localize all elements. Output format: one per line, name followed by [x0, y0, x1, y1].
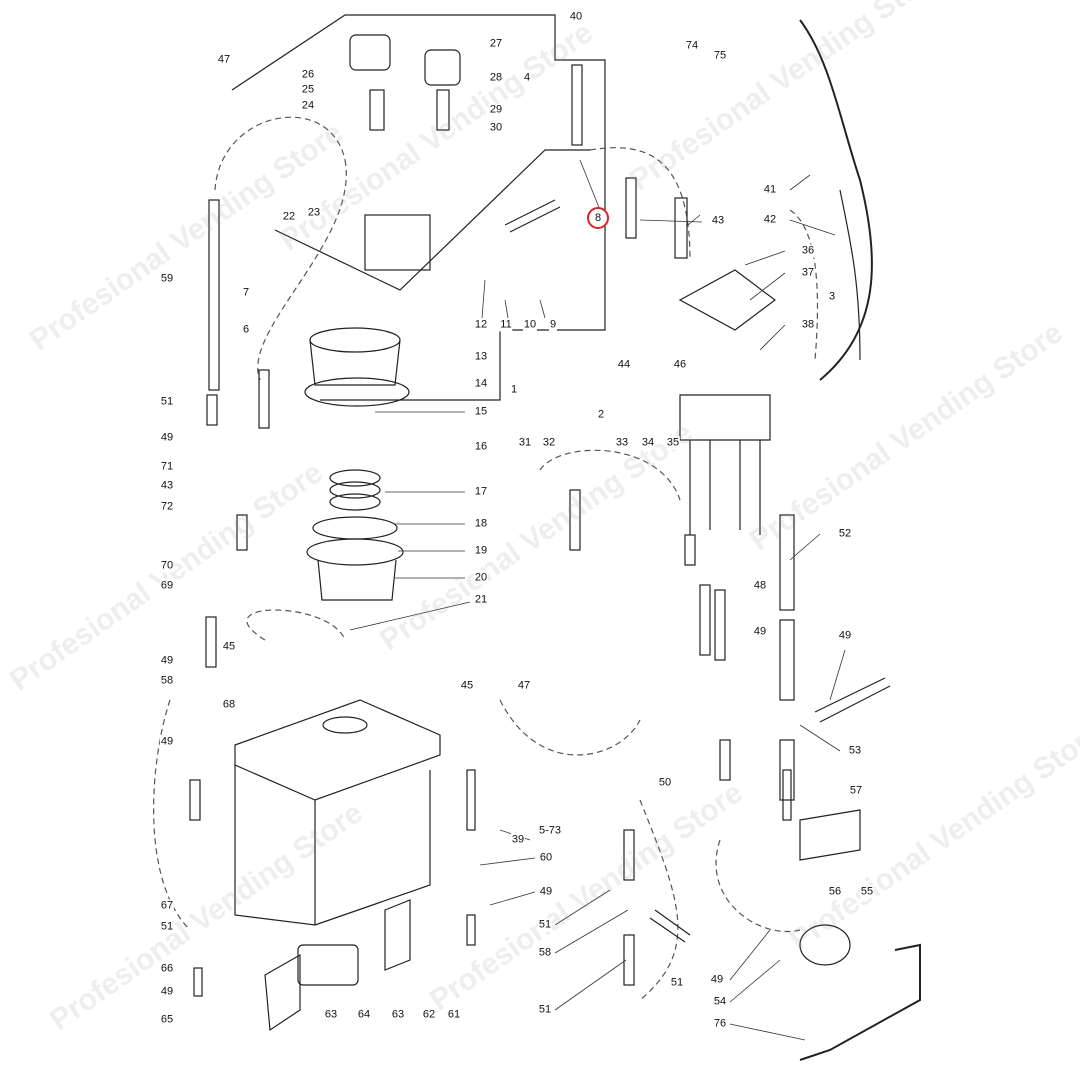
part-callout: 47	[216, 53, 232, 67]
part-callout: 65	[159, 1013, 175, 1027]
part-callout: 46	[672, 358, 688, 372]
part-callout: 27	[488, 37, 504, 51]
part-callout: 43	[710, 214, 726, 228]
part-callout: 37	[800, 266, 816, 280]
part-callout: 51	[159, 920, 175, 934]
part-callout: 34	[640, 436, 656, 450]
part-callout: 67	[159, 899, 175, 913]
part-callout: 71	[159, 460, 175, 474]
part-callout: 45	[221, 640, 237, 654]
part-callout: 42	[762, 213, 778, 227]
part-callout: 60	[538, 851, 554, 865]
part-callout: 55	[859, 885, 875, 899]
part-callout: 49	[837, 629, 853, 643]
part-callout: 3	[827, 290, 837, 304]
part-callout: 12	[473, 318, 489, 332]
part-callout: 23	[306, 206, 322, 220]
part-callout: 2	[596, 408, 606, 422]
part-callout: 38	[800, 318, 816, 332]
part-callout: 52	[837, 527, 853, 541]
highlighted-part-callout: 8	[587, 207, 609, 229]
part-callout: 49	[159, 431, 175, 445]
part-callout: 16	[473, 440, 489, 454]
part-callout: 51	[537, 918, 553, 932]
part-callout: 56	[827, 885, 843, 899]
part-callout: 63	[323, 1008, 339, 1022]
part-callout: 64	[356, 1008, 372, 1022]
part-callout: 41	[762, 183, 778, 197]
part-callout: 4	[522, 71, 532, 85]
part-callout: 62	[421, 1008, 437, 1022]
part-callout: 66	[159, 962, 175, 976]
part-callout: 28	[488, 71, 504, 85]
part-callout: 48	[752, 579, 768, 593]
part-callout: 44	[616, 358, 632, 372]
part-callout: 26	[300, 68, 316, 82]
part-callout: 50	[657, 776, 673, 790]
part-callout: 51	[537, 1003, 553, 1017]
part-callout: 49	[538, 885, 554, 899]
part-callout: 17	[473, 485, 489, 499]
part-callout: 15	[473, 405, 489, 419]
part-callout: 39	[510, 833, 526, 847]
part-callout: 33	[614, 436, 630, 450]
part-callout: 63	[390, 1008, 406, 1022]
part-callout: 13	[473, 350, 489, 364]
part-callout: 43	[159, 479, 175, 493]
part-callout: 49	[159, 654, 175, 668]
part-callout: 72	[159, 500, 175, 514]
part-callout: 21	[473, 593, 489, 607]
part-callout: 10	[522, 318, 538, 332]
part-callout: 20	[473, 571, 489, 585]
part-callout: 75	[712, 49, 728, 63]
part-callout: 49	[752, 625, 768, 639]
part-callout: 47	[516, 679, 532, 693]
part-callout: 25	[300, 83, 316, 97]
part-callout: 32	[541, 436, 557, 450]
part-callout: 53	[847, 744, 863, 758]
part-callout: 14	[473, 377, 489, 391]
part-callout: 69	[159, 579, 175, 593]
part-callout: 45	[459, 679, 475, 693]
part-callout: 35	[665, 436, 681, 450]
part-callout: 24	[300, 99, 316, 113]
part-callout: 68	[221, 698, 237, 712]
part-callout: 1	[509, 383, 519, 397]
part-callout: 36	[800, 244, 816, 258]
part-callout: 40	[568, 10, 584, 24]
part-callout: 5-73	[537, 824, 563, 838]
part-callout: 31	[517, 436, 533, 450]
part-callout: 19	[473, 544, 489, 558]
part-callout: 76	[712, 1017, 728, 1031]
part-callout: 58	[537, 946, 553, 960]
part-callout: 9	[548, 318, 558, 332]
part-callout: 7	[241, 286, 251, 300]
part-callout: 11	[499, 318, 513, 332]
part-callout: 54	[712, 995, 728, 1009]
part-callout: 74	[684, 39, 700, 53]
part-callout: 29	[488, 103, 504, 117]
part-callout: 57	[848, 784, 864, 798]
part-callout: 18	[473, 517, 489, 531]
part-callout: 22	[281, 210, 297, 224]
part-callout: 30	[488, 121, 504, 135]
part-callout: 6	[241, 323, 251, 337]
part-callout: 51	[159, 395, 175, 409]
part-callout: 70	[159, 559, 175, 573]
part-callout: 61	[446, 1008, 462, 1022]
part-callout: 58	[159, 674, 175, 688]
part-callout: 59	[159, 272, 175, 286]
part-callout: 49	[159, 735, 175, 749]
part-callout: 51	[669, 976, 685, 990]
part-callout: 49	[709, 973, 725, 987]
part-callout: 49	[159, 985, 175, 999]
